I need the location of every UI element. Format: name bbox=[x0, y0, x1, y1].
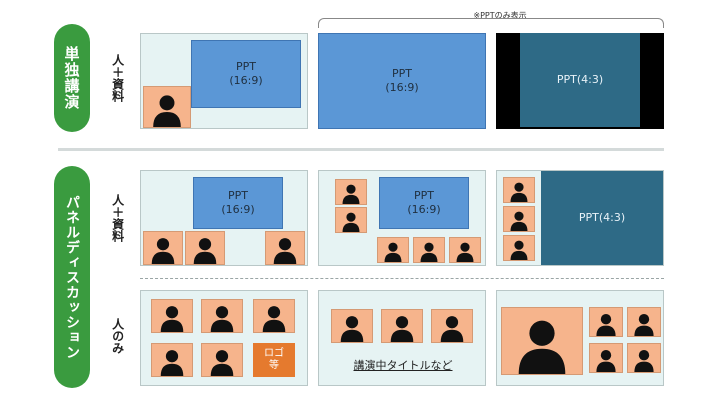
panelist-avatar bbox=[503, 235, 535, 261]
row-label-panel-materials: 人＋資料 bbox=[110, 194, 125, 242]
panelist-avatar bbox=[377, 237, 409, 263]
panelist-avatar bbox=[431, 309, 473, 343]
section-divider bbox=[58, 148, 664, 151]
logo-placeholder: ロゴ 等 bbox=[253, 343, 295, 377]
main-speaker-avatar bbox=[501, 307, 583, 375]
row-label-panel-people-only: 人のみ bbox=[110, 318, 125, 354]
panelist-avatar bbox=[589, 307, 623, 337]
layout-panel-grid-with-logo: ロゴ 等 bbox=[140, 290, 308, 386]
panelist-avatar bbox=[265, 231, 305, 265]
panelist-avatar bbox=[253, 299, 295, 333]
row-separator bbox=[140, 278, 664, 279]
panelist-avatar bbox=[627, 343, 661, 373]
layout-panel-ppt43-three-people: PPT(4:3) bbox=[496, 170, 664, 266]
layout-panel-main-speaker bbox=[496, 290, 664, 386]
panelist-avatar bbox=[151, 299, 193, 333]
panelist-avatar bbox=[381, 309, 423, 343]
ppt-slide: PPT (16:9) bbox=[193, 177, 283, 229]
ppt-slide: PPT (16:9) bbox=[379, 177, 469, 229]
panelist-avatar bbox=[331, 309, 373, 343]
panelist-avatar bbox=[413, 237, 445, 263]
ppt-slide-43: PPT(4:3) bbox=[520, 33, 640, 127]
panel-discussion-label: パネルディスカッション bbox=[54, 166, 90, 388]
panelist-avatar bbox=[185, 231, 225, 265]
layout-panel-ppt-five-people: PPT (16:9) bbox=[318, 170, 486, 266]
panelist-avatar bbox=[335, 179, 367, 205]
ppt-slide: PPT (16:9) bbox=[191, 40, 301, 108]
panelist-avatar bbox=[589, 343, 623, 373]
ppt-slide-43: PPT(4:3) bbox=[541, 171, 663, 265]
ppt-only-note: ※PPTのみ表示 bbox=[473, 11, 527, 20]
layout-panel-three-with-title: 講演中タイトルなど bbox=[318, 290, 486, 386]
panelist-avatar bbox=[335, 207, 367, 233]
solo-lecture-label: 単独講演 bbox=[54, 24, 90, 132]
panelist-avatar bbox=[201, 343, 243, 377]
panelist-avatar bbox=[449, 237, 481, 263]
panelist-avatar bbox=[151, 343, 193, 377]
panelist-avatar bbox=[503, 177, 535, 203]
speaker-avatar bbox=[143, 86, 191, 128]
panelist-avatar bbox=[143, 231, 183, 265]
row-label-solo: 人＋資料 bbox=[110, 54, 125, 102]
panelist-avatar bbox=[201, 299, 243, 333]
panelist-avatar bbox=[503, 206, 535, 232]
layout-solo-ppt-only-169: PPT (16:9) bbox=[318, 33, 486, 129]
panelist-avatar bbox=[627, 307, 661, 337]
layout-solo-person-ppt: PPT (16:9) bbox=[140, 33, 308, 129]
layout-panel-ppt-three-people: PPT (16:9) bbox=[140, 170, 308, 266]
session-title-caption: 講演中タイトルなど bbox=[353, 359, 453, 372]
layout-solo-ppt-only-43: PPT(4:3) bbox=[496, 33, 664, 129]
ppt-only-bracket bbox=[318, 18, 664, 28]
